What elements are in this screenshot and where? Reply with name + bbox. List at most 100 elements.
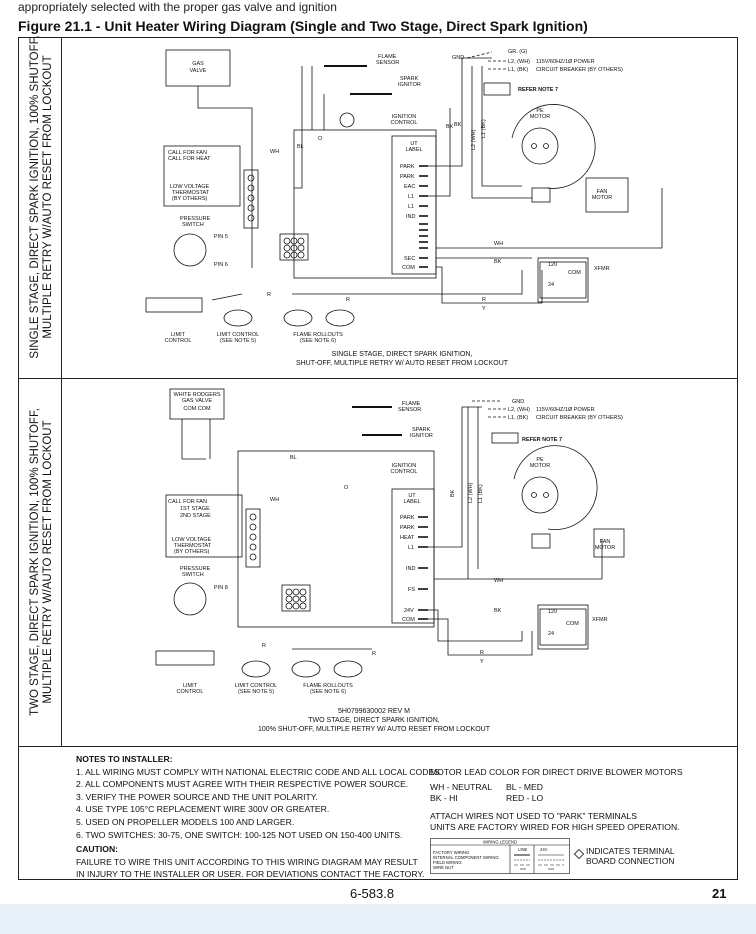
footer-band bbox=[0, 904, 756, 934]
terminal-screw bbox=[247, 214, 255, 222]
notes-divider bbox=[18, 746, 738, 747]
terminal-label: L1 bbox=[408, 204, 414, 210]
terminal-screw bbox=[249, 523, 257, 531]
plug-pin bbox=[299, 602, 307, 610]
fan-motor-label: FAN bbox=[600, 539, 611, 545]
flame-rollout-switch bbox=[333, 660, 363, 678]
ignition-terminals: PARK PARK HEAT L1 IND FS 24V COM bbox=[400, 515, 416, 623]
xfmr-24-label: 24 bbox=[548, 282, 554, 288]
note-7-line: UNITS ARE FACTORY WIRED FOR HIGH SPEED O… bbox=[430, 822, 680, 832]
wire-label-wh: WH bbox=[494, 241, 503, 247]
fan-motor-label: MOTOR bbox=[595, 545, 615, 551]
stage2-label: 2ND STAGE bbox=[180, 513, 211, 519]
limit-control-label: CONTROL bbox=[177, 689, 204, 695]
thermostat-label: (BY OTHERS) bbox=[174, 549, 210, 555]
motor-lead-entry: WH - NEUTRAL bbox=[430, 782, 493, 792]
terminal-screw bbox=[247, 194, 255, 202]
panel1-side-label-line2: MULTIPLE RETRY W/AUTO RESET FROM LOCKOUT bbox=[42, 55, 54, 339]
plug-pin bbox=[299, 588, 307, 596]
plug-pin bbox=[299, 595, 307, 603]
caution-heading: CAUTION: bbox=[76, 844, 119, 855]
refer-note-label: REFER NOTE 7 bbox=[522, 437, 562, 443]
panel1-caption: SINGLE STAGE, DIRECT SPARK IGNITION, bbox=[332, 351, 473, 358]
ignition-control-label: CONTROL bbox=[391, 120, 418, 126]
wire-label-wh: WH bbox=[494, 578, 503, 584]
single-stage-wiring-diagram: GAS VALVE FLAME SENSOR SPARK IGNITOR IGN… bbox=[145, 49, 663, 367]
fan-motor-label: FAN bbox=[597, 189, 608, 195]
figure-frame bbox=[18, 37, 738, 880]
fan-motor-box bbox=[585, 177, 629, 213]
legend-row: WIRE NUT bbox=[433, 865, 454, 870]
preceding-text: appropriately selected with the proper g… bbox=[18, 0, 337, 14]
doc-number: 5H0799630002 REV M bbox=[338, 708, 410, 715]
wire-label-o: O bbox=[344, 485, 349, 491]
panel2-side-label-line1: TWO STAGE, DIRECT SPARK IGNITION, 100% S… bbox=[29, 408, 41, 716]
pressure-switch bbox=[173, 582, 207, 616]
pin5-label: PIN 5 bbox=[214, 234, 228, 240]
gas-valve-label: GAS bbox=[192, 61, 204, 67]
terminal-label: FS bbox=[408, 587, 415, 593]
panel2-side-label-line2: MULTIPLE RETRY W/AUTO RESET FROM LOCKOUT bbox=[42, 420, 54, 704]
limit-control-element bbox=[155, 650, 215, 666]
wire-label-l1: L1 (BK) bbox=[481, 119, 487, 138]
wire-label-r: R bbox=[267, 292, 271, 298]
plug-pin bbox=[297, 237, 305, 245]
ground-label: GND bbox=[512, 399, 524, 405]
pe-motor-housing bbox=[513, 445, 598, 530]
terminal-label: L1 bbox=[408, 194, 414, 200]
plug-pin bbox=[283, 244, 291, 252]
terminal-stubs bbox=[418, 516, 428, 620]
plug-pin bbox=[290, 244, 298, 252]
motor-connector bbox=[531, 533, 551, 549]
wire-label-o: O bbox=[318, 136, 323, 142]
pressure-switch-label: PRESSURE bbox=[180, 566, 211, 572]
terminal-board-note: INDICATES TERMINAL BOARD CONNECTION bbox=[586, 846, 675, 866]
wire-label-bl: BL bbox=[297, 144, 304, 150]
plug-pin bbox=[283, 251, 291, 259]
legend-border bbox=[430, 838, 570, 874]
transformer-box bbox=[537, 257, 589, 303]
pe-motor-label: MOTOR bbox=[530, 114, 550, 120]
valve-pins: COM COM bbox=[183, 406, 211, 412]
flame-sensor-label: FLAME bbox=[402, 401, 421, 407]
motor-terminal bbox=[531, 492, 537, 498]
legend-col-line: LINE bbox=[518, 847, 528, 852]
terminal-label: COM bbox=[402, 265, 415, 271]
pe-motor-label: MOTOR bbox=[530, 463, 550, 469]
pe-motor-label: PE bbox=[536, 108, 544, 114]
legend-title: WIRING LEGEND bbox=[483, 840, 517, 845]
doc-code: 6-583.8 bbox=[350, 886, 395, 901]
thermostat-label: LOW VOLTAGE bbox=[172, 537, 212, 543]
panel1-side-label-line1: SINGLE STAGE, DIRECT SPARK IGNITION, 100… bbox=[29, 35, 41, 359]
flame-sensor-label: FLAME bbox=[378, 54, 397, 60]
ut-label-terminal-strip bbox=[391, 135, 437, 275]
flame-rollout-switch bbox=[283, 309, 313, 327]
pressure-switch-label: SWITCH bbox=[182, 222, 204, 228]
motor-lead-entry: BK - HI bbox=[430, 793, 458, 803]
spark-ignitor-label: IGNITOR bbox=[398, 82, 421, 88]
panel2-caption: TWO STAGE, DIRECT SPARK IGNITION, bbox=[308, 717, 440, 724]
rollouts-label: (SEE NOTE 6) bbox=[300, 338, 336, 344]
flame-rollout-switch bbox=[325, 309, 355, 327]
ignition-control-label: IGNITION bbox=[392, 463, 416, 469]
plug-pin bbox=[290, 237, 298, 245]
limit-control-label: CONTROL bbox=[165, 338, 192, 344]
ground-wire bbox=[466, 51, 493, 59]
terminal-note-line: INDICATES TERMINAL bbox=[586, 846, 675, 856]
thermostat-box bbox=[165, 494, 243, 558]
wiring-plug bbox=[279, 233, 309, 261]
panel-divider bbox=[18, 378, 738, 379]
l1-label: L1, (BK) bbox=[508, 415, 528, 421]
xfmr-24-label: 24 bbox=[548, 631, 554, 637]
notes-to-installer: NOTES TO INSTALLER: 1. ALL WIRING MUST C… bbox=[76, 753, 442, 881]
note-item: 1. ALL WIRING MUST COMPLY WITH NATIONAL … bbox=[76, 766, 443, 777]
terminal-label: HEAT bbox=[400, 535, 415, 541]
ut-label: UT bbox=[410, 141, 418, 147]
fan-motor-box bbox=[593, 528, 625, 558]
pe-motor bbox=[521, 476, 559, 514]
panel1-side-label: SINGLE STAGE, DIRECT SPARK IGNITION, 100… bbox=[29, 32, 59, 362]
ground-label: GND bbox=[452, 55, 464, 61]
terminal-block bbox=[245, 508, 261, 568]
wire-label-wh: WH bbox=[270, 497, 279, 503]
